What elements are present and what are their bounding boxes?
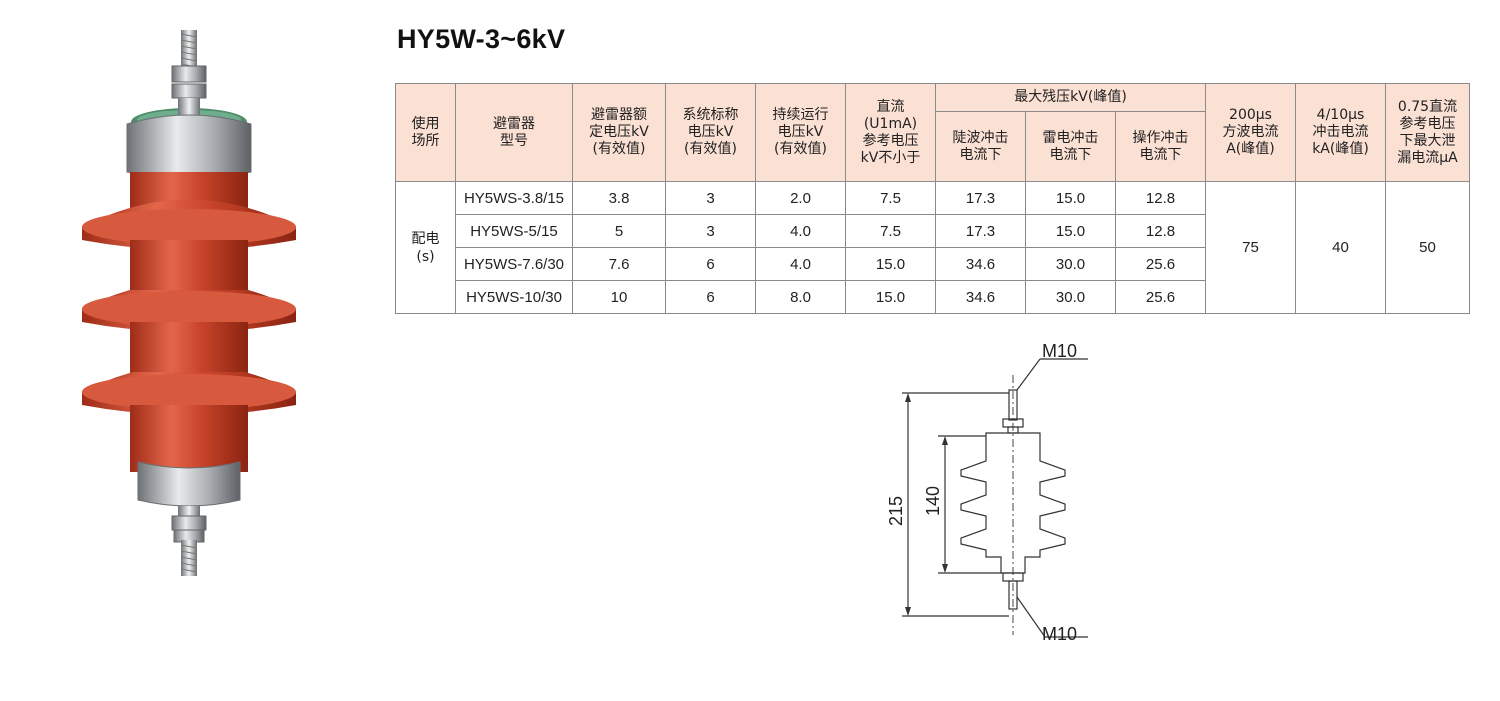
model-cell: HY5WS-10/30: [455, 280, 573, 314]
table-row: HY5WS-5/15 5 3 4.0 7.5 17.3 15.0 12.8: [396, 214, 1470, 248]
steep-wave-cell: 34.6: [935, 247, 1026, 281]
dc-reference-cell: 15.0: [845, 247, 936, 281]
system-voltage-cell: 3: [665, 214, 756, 248]
rated-voltage-cell: 10: [572, 280, 666, 314]
lightning-impulse-cell: 30.0: [1025, 247, 1116, 281]
dimension-drawing: 215 140 M10 M10: [886, 341, 1088, 644]
model-cell: HY5WS-3.8/15: [455, 181, 573, 215]
switching-impulse-cell: 25.6: [1115, 280, 1206, 314]
header-leakage-current: 0.75直流参考电压下最大泄漏电流μA: [1385, 83, 1470, 182]
switching-impulse-cell: 12.8: [1115, 214, 1206, 248]
lightning-impulse-cell: 30.0: [1025, 280, 1116, 314]
model-cell: HY5WS-5/15: [455, 214, 573, 248]
bottom-thread-label: M10: [1042, 624, 1077, 644]
continuous-voltage-cell: 4.0: [755, 247, 846, 281]
rated-voltage-cell: 3.8: [572, 181, 666, 215]
system-voltage-cell: 3: [665, 181, 756, 215]
leakage-current-cell: 50: [1385, 181, 1470, 314]
lightning-impulse-cell: 15.0: [1025, 181, 1116, 215]
header-residual-voltage: 最大残压kV(峰值): [935, 83, 1206, 112]
square-wave-cell: 75: [1205, 181, 1296, 314]
spec-table: 使用场所 避雷器型号 避雷器额定电压kV(有效值) 系统标称电压kV(有效值) …: [395, 83, 1470, 314]
switching-impulse-cell: 12.8: [1115, 181, 1206, 215]
steep-wave-cell: 17.3: [935, 214, 1026, 248]
header-model: 避雷器型号: [455, 83, 573, 182]
lightning-impulse-cell: 15.0: [1025, 214, 1116, 248]
header-system-voltage: 系统标称电压kV(有效值): [665, 83, 756, 182]
header-continuous-voltage: 持续运行电压kV(有效值): [755, 83, 846, 182]
header-rated-voltage: 避雷器额定电压kV(有效值): [572, 83, 666, 182]
header-lightning-impulse: 雷电冲击电流下: [1025, 111, 1116, 182]
dc-reference-cell: 7.5: [845, 214, 936, 248]
dc-reference-cell: 15.0: [845, 280, 936, 314]
body-height-label: 140: [923, 486, 943, 516]
header-steep-wave: 陡波冲击电流下: [935, 111, 1026, 182]
location-cell: 配电(s): [395, 181, 456, 314]
table-row: HY5WS-10/30 10 6 8.0 15.0 34.6 30.0 25.6: [396, 280, 1470, 314]
continuous-voltage-cell: 2.0: [755, 181, 846, 215]
switching-impulse-cell: 25.6: [1115, 247, 1206, 281]
model-cell: HY5WS-7.6/30: [455, 247, 573, 281]
table-row: HY5WS-7.6/30 7.6 6 4.0 15.0 34.6 30.0 25…: [396, 247, 1470, 281]
product-title: HY5W-3~6kV: [397, 24, 566, 54]
table-row: 配电(s) HY5WS-3.8/15 3.8 3 2.0 7.5 17.3 15…: [395, 181, 1470, 314]
top-thread-label: M10: [1042, 341, 1077, 361]
steep-wave-cell: 34.6: [935, 280, 1026, 314]
surge-arrester-photo: [82, 30, 296, 576]
header-location: 使用场所: [395, 83, 456, 182]
dc-reference-cell: 7.5: [845, 181, 936, 215]
system-voltage-cell: 6: [665, 247, 756, 281]
continuous-voltage-cell: 4.0: [755, 214, 846, 248]
continuous-voltage-cell: 8.0: [755, 280, 846, 314]
overall-height-label: 215: [886, 496, 906, 526]
header-switching-impulse: 操作冲击电流下: [1115, 111, 1206, 182]
rated-voltage-cell: 7.6: [572, 247, 666, 281]
impulse-current-cell: 40: [1295, 181, 1386, 314]
system-voltage-cell: 6: [665, 280, 756, 314]
steep-wave-cell: 17.3: [935, 181, 1026, 215]
rated-voltage-cell: 5: [572, 214, 666, 248]
